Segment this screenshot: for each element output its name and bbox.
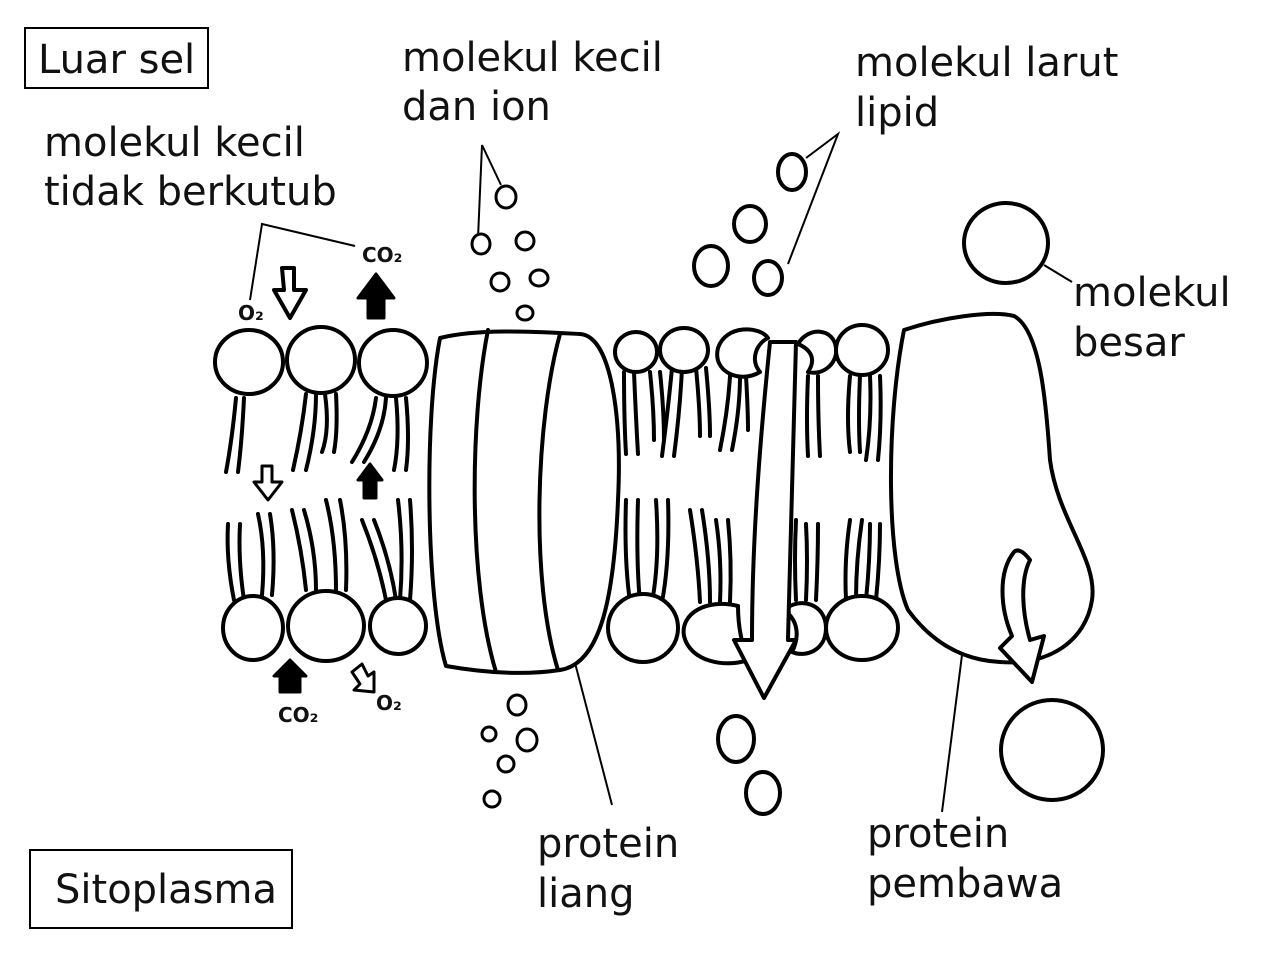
small-nonpolar-label-1: molekul kecil [44, 120, 305, 166]
co2-out-arrow-top [356, 272, 396, 320]
gas-arrows [252, 266, 396, 694]
carrier-protein-leader [941, 654, 963, 813]
small-molecules-inside [480, 693, 539, 809]
o2-in-arrow-top [272, 266, 308, 320]
carrier-protein [888, 312, 1095, 665]
small-molecules-outside [470, 184, 550, 322]
lipid-soluble-leader [787, 131, 841, 265]
phospholipid-tails [224, 366, 883, 604]
small-ions-label-1: molekul kecil [402, 35, 663, 81]
small-ions-label-2: dan ion [402, 84, 551, 130]
co2-out-arrow-bottom [272, 658, 308, 694]
lipid-soluble-label-1: molekul larut [855, 40, 1118, 86]
co2-out-arrow-mid [356, 462, 384, 500]
outside-cell-label: Luar sel [38, 37, 195, 83]
o2-bottom-label: O₂ [376, 691, 402, 715]
carrier-protein-label-2: pembawa [867, 861, 1063, 907]
lipid-soluble-label-2: lipid [855, 90, 939, 136]
large-molecules [962, 201, 1105, 802]
o2-top-label: O₂ [238, 301, 264, 325]
large-molecule-leader [1043, 264, 1073, 283]
small-ions-leader [477, 144, 502, 239]
channel-protein-label-2: liang [537, 871, 634, 917]
large-molecule-label-2: besar [1073, 320, 1185, 366]
small-nonpolar-label-2: tidak berkutub [44, 169, 337, 215]
outside-cell-label-box: Luar sel [24, 27, 209, 89]
cytoplasm-label: Sitoplasma [55, 867, 277, 913]
channel-protein [427, 328, 621, 675]
co2-top-label: CO₂ [362, 243, 402, 267]
o2-in-arrow-bottom [350, 662, 376, 694]
phospholipid-heads [213, 323, 900, 666]
carrier-protein-label-1: protein [867, 811, 1009, 857]
o2-in-arrow-mid [252, 464, 284, 502]
cytoplasm-label-box: Sitoplasma [29, 849, 293, 929]
small-nonpolar-leader [249, 222, 356, 301]
co2-bottom-label: CO₂ [278, 703, 318, 727]
channel-protein-label-1: protein [537, 821, 679, 867]
lipid-diffusion-arrow [732, 340, 798, 700]
lipid-soluble-molecules [692, 152, 808, 816]
large-molecule-label-1: molekul [1073, 270, 1231, 316]
carrier-transport-arrow [998, 548, 1046, 684]
